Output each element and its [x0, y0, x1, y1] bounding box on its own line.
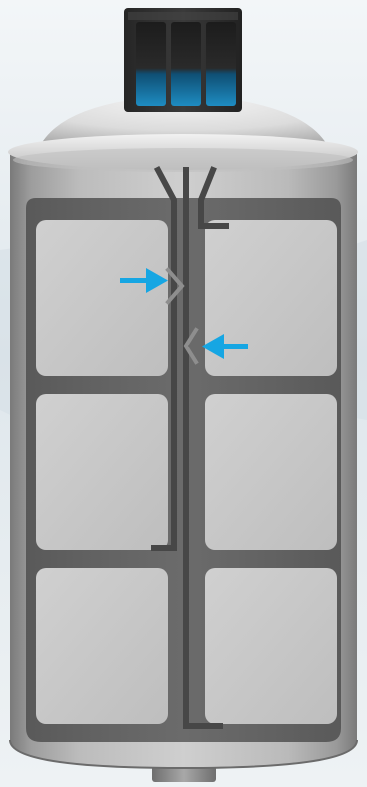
- cell-panel: [205, 220, 337, 376]
- connector-slot-1: [136, 22, 166, 106]
- cell-panel: [36, 394, 168, 550]
- cell-panel: [205, 394, 337, 550]
- connector-slot-3: [206, 22, 236, 106]
- connector-slot-2: [171, 22, 201, 106]
- cell-panel: [36, 568, 168, 724]
- cell-panel: [36, 220, 168, 376]
- cell-panel: [205, 568, 337, 724]
- terminal-connector: [124, 8, 242, 112]
